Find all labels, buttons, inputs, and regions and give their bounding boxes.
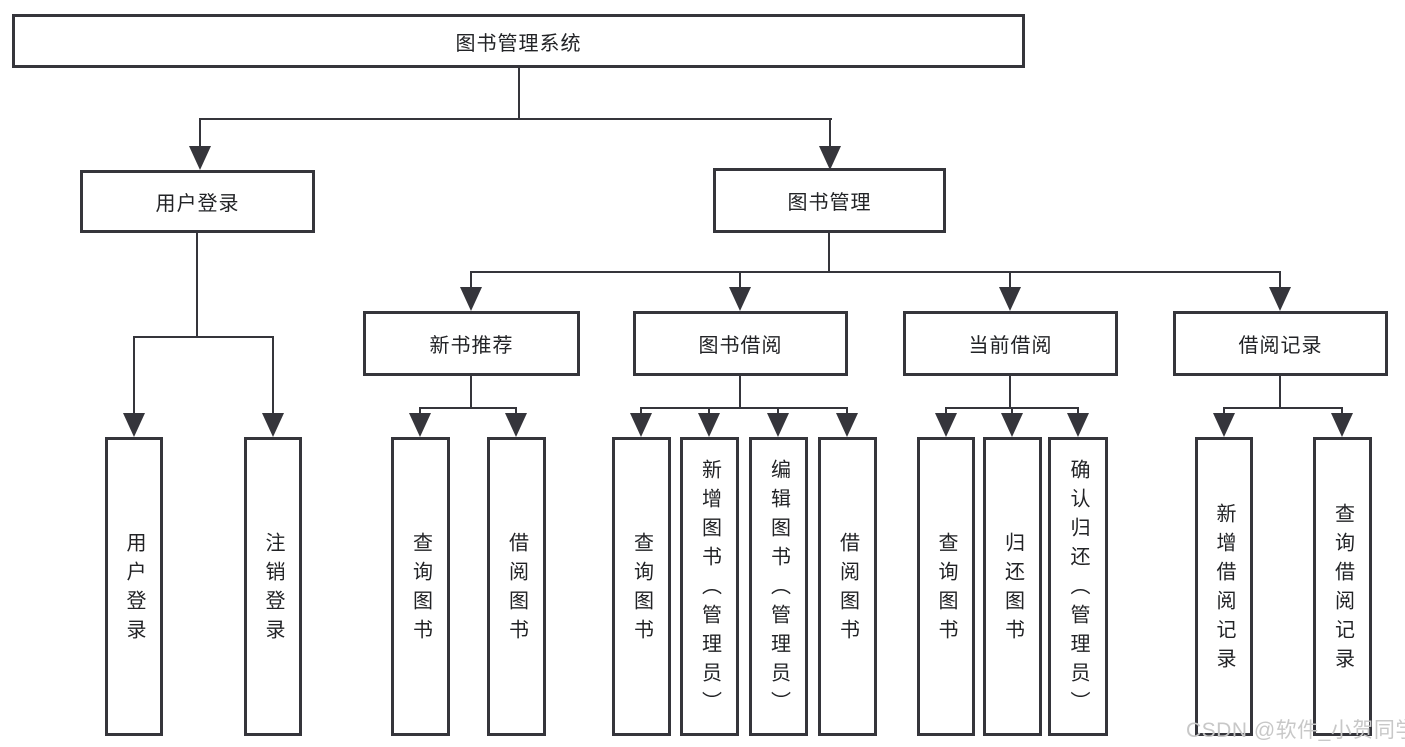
arrow-down-icon	[698, 409, 720, 437]
connector-book-mgmt-stem	[828, 233, 830, 271]
arrow-down-icon	[1001, 409, 1023, 437]
connector-current-borrow-rail	[945, 407, 1079, 409]
node-library-system: 图书管理系统	[12, 14, 1025, 68]
node-leaf-query-books-current: 查询图书	[917, 437, 975, 736]
arrow-down-icon	[1269, 273, 1291, 311]
node-leaf-borrow-books-recommend: 借阅图书	[487, 437, 546, 736]
arrow-down-icon	[1067, 409, 1089, 437]
node-book-management: 图书管理	[713, 168, 946, 233]
arrow-down-icon	[836, 409, 858, 437]
node-leaf-query-borrow-record: 查询借阅记录	[1313, 437, 1372, 736]
arrow-down-icon	[189, 120, 211, 170]
node-leaf-user-login: 用户登录	[105, 437, 163, 736]
connector-user-login-stem	[196, 233, 198, 336]
node-leaf-query-books-borrowing: 查询图书	[612, 437, 671, 736]
arrow-down-icon	[409, 409, 431, 437]
node-book-borrowing: 图书借阅	[633, 311, 848, 376]
node-new-book-recommend: 新书推荐	[363, 311, 580, 376]
connector-new-book-stem	[470, 376, 472, 407]
node-leaf-add-borrow-record: 新增借阅记录	[1195, 437, 1253, 736]
connector-root-stem	[518, 68, 520, 118]
node-leaf-query-books-recommend: 查询图书	[391, 437, 450, 736]
node-leaf-borrow-books-borrowing: 借阅图书	[818, 437, 877, 736]
node-borrowing-records: 借阅记录	[1173, 311, 1388, 376]
arrow-down-icon	[262, 338, 284, 437]
connector-level1-rail	[199, 118, 832, 120]
connector-user-login-rail	[133, 336, 274, 338]
arrow-down-icon	[767, 409, 789, 437]
arrow-down-icon	[1213, 409, 1235, 437]
connector-current-borrow-stem	[1009, 376, 1011, 407]
connector-borrow-record-rail	[1223, 407, 1343, 409]
node-leaf-confirm-return-admin: 确认归还（管理员）	[1048, 437, 1108, 736]
arrow-down-icon	[505, 409, 527, 437]
connector-level2-rail	[470, 271, 1281, 273]
node-user-login: 用户登录	[80, 170, 315, 233]
connector-borrow-record-stem	[1279, 376, 1281, 407]
arrow-down-icon	[1331, 409, 1353, 437]
connector-book-borrow-rail	[640, 407, 848, 409]
arrow-down-icon	[819, 120, 841, 170]
node-leaf-logout: 注销登录	[244, 437, 302, 736]
connector-book-borrow-stem	[739, 376, 741, 407]
node-leaf-return-book: 归还图书	[983, 437, 1042, 736]
arrow-down-icon	[729, 273, 751, 311]
arrow-down-icon	[630, 409, 652, 437]
watermark: CSDN @软件_小贺同学	[1186, 719, 1405, 742]
node-leaf-edit-book-admin: 编辑图书（管理员）	[749, 437, 808, 736]
node-current-borrowing: 当前借阅	[903, 311, 1118, 376]
arrow-down-icon	[999, 273, 1021, 311]
connector-new-book-rail	[419, 407, 517, 409]
node-leaf-add-book-admin: 新增图书（管理员）	[680, 437, 739, 736]
arrow-down-icon	[460, 273, 482, 311]
arrow-down-icon	[123, 338, 145, 437]
arrow-down-icon	[935, 409, 957, 437]
